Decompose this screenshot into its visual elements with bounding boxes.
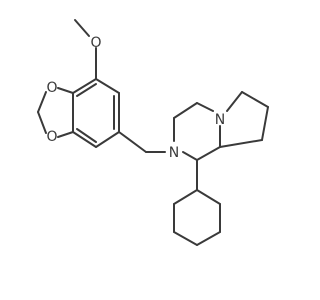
bond bbox=[95, 131, 120, 148]
bond bbox=[72, 78, 97, 94]
atom-label-O-dioxole-bottom: O bbox=[46, 129, 57, 145]
bond bbox=[241, 91, 269, 108]
bond bbox=[196, 231, 221, 246]
structure-svg: O O O N N bbox=[37, 19, 269, 246]
bond bbox=[95, 78, 120, 94]
bond bbox=[219, 139, 263, 148]
bond bbox=[196, 146, 221, 161]
bond bbox=[173, 231, 198, 246]
atom-label-O-methoxy: O bbox=[90, 35, 101, 51]
atom-label-N-piperazine: N bbox=[169, 145, 179, 161]
molecule-diagram: O O O N N bbox=[37, 19, 269, 246]
bond bbox=[57, 87, 74, 94]
atom-label-N-bridgehead: N bbox=[215, 112, 225, 128]
bond bbox=[118, 131, 147, 153]
bond bbox=[72, 131, 97, 148]
bond bbox=[37, 111, 47, 134]
bond bbox=[74, 19, 90, 37]
bond bbox=[57, 131, 74, 138]
bond bbox=[261, 106, 269, 141]
bond bbox=[226, 91, 243, 112]
bond bbox=[173, 102, 198, 119]
bond bbox=[37, 91, 47, 113]
bond bbox=[173, 189, 198, 205]
bond bbox=[196, 189, 221, 205]
bond bbox=[76, 128, 97, 143]
atom-label-O-dioxole-top: O bbox=[46, 80, 57, 96]
bond bbox=[76, 83, 97, 97]
bond bbox=[182, 151, 198, 161]
bond bbox=[196, 102, 214, 112]
